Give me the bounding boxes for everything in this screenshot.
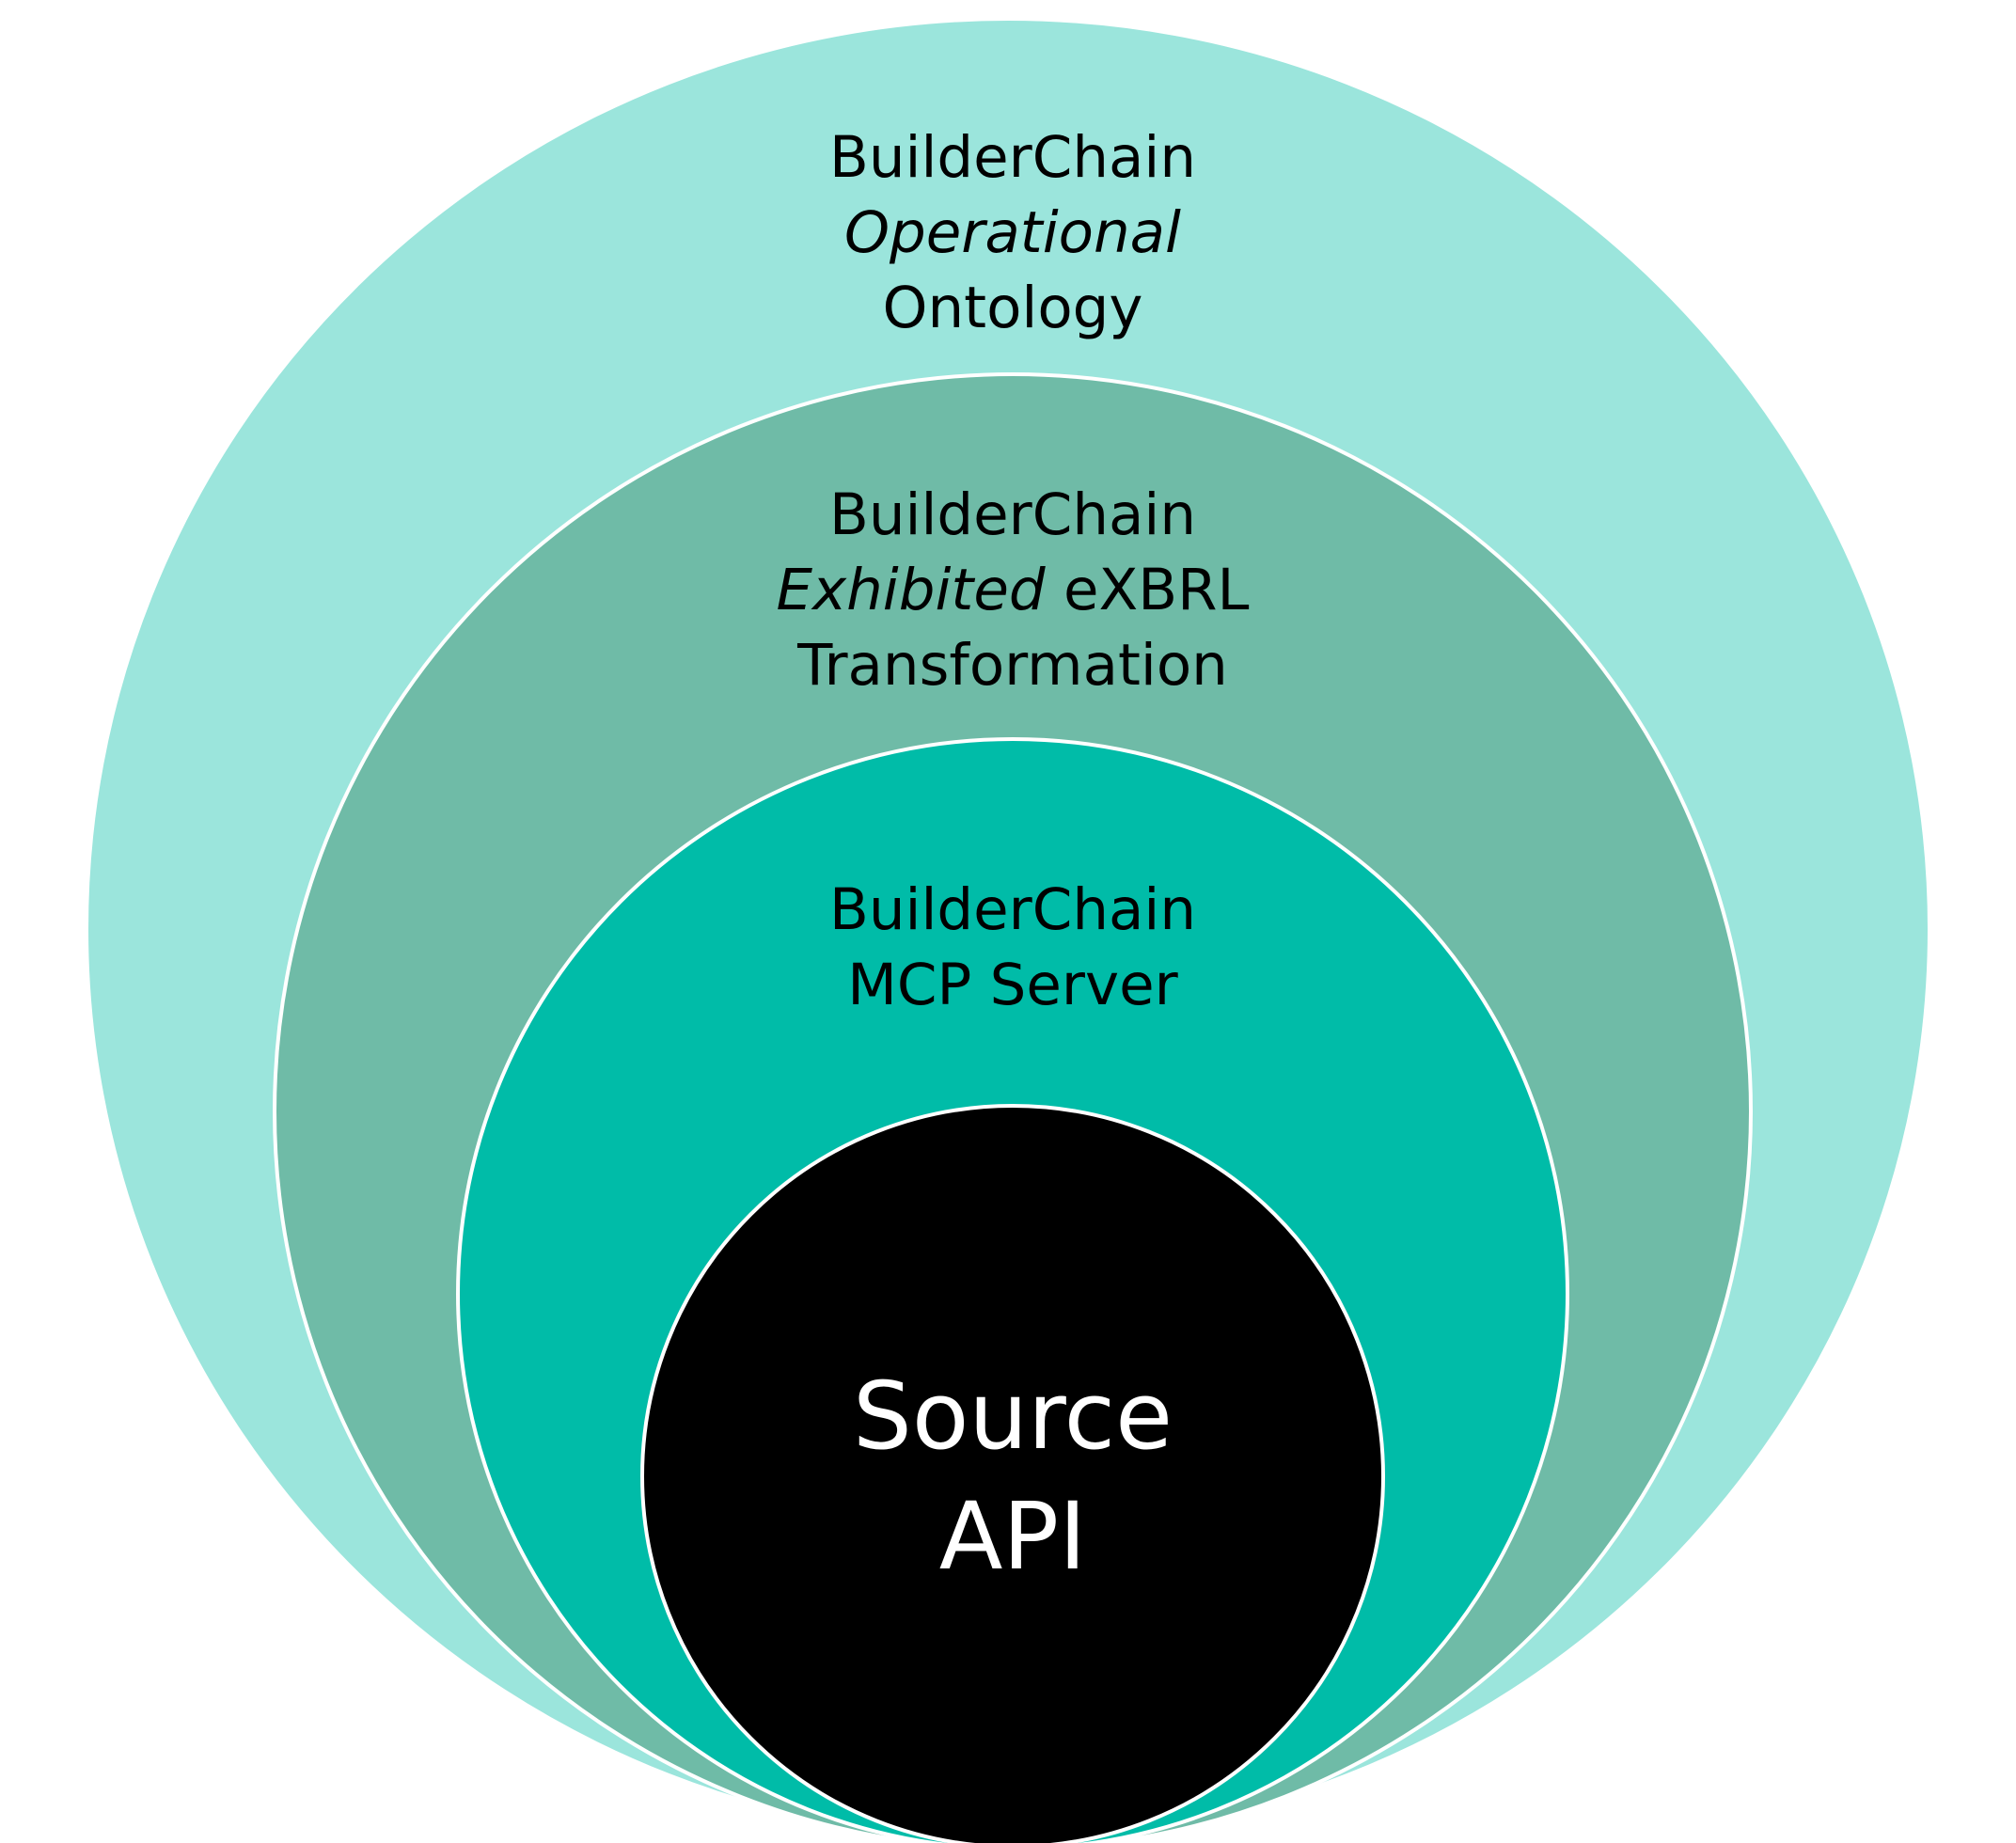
core-label-line2: API <box>939 1483 1087 1591</box>
second-layer-label-emphasis: Exhibited <box>776 557 1045 623</box>
second-layer-label-line3: Transformation <box>796 632 1228 699</box>
outer-layer-label-line2: Operational <box>844 199 1181 266</box>
outer-layer-label-line1: BuilderChain <box>829 124 1196 191</box>
second-layer-label-line1: BuilderChain <box>829 481 1196 548</box>
core-label-line1: Source <box>853 1363 1173 1471</box>
outer-layer-label-line3: Ontology <box>882 275 1142 341</box>
second-layer-label-rest: eXBRL <box>1046 557 1250 623</box>
third-layer-label-line1: BuilderChain <box>829 876 1196 943</box>
second-layer-label-line2: Exhibited eXBRL <box>776 557 1249 623</box>
third-layer-label-line2: MCP Server <box>847 952 1178 1018</box>
layer-core-source-api <box>640 1104 1385 1843</box>
